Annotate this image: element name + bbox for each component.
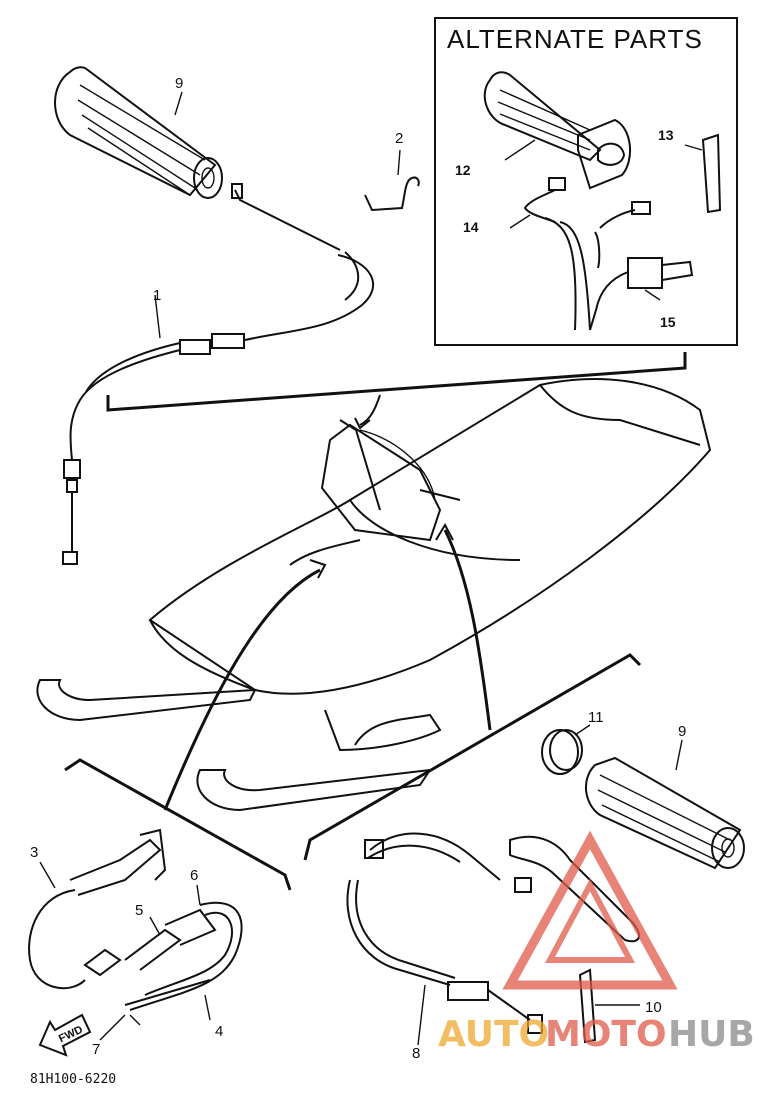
lower-left-bracket: [64, 758, 292, 891]
choke-cable-assembly: [28, 828, 243, 1041]
grip-ring-11: [541, 724, 591, 775]
alt-throttle-grip-12: [483, 71, 632, 190]
snowmobile-outline: [36, 378, 712, 812]
label-7: 7: [92, 1041, 100, 1058]
label-11: 11: [588, 709, 604, 726]
watermark-hub: HUB: [668, 1014, 755, 1055]
label-8: 8: [412, 1045, 420, 1062]
label-4: 4: [215, 1023, 223, 1040]
label-5: 5: [135, 902, 143, 919]
part-code: 81H100-6220: [30, 1072, 116, 1087]
alternate-parts-title: ALTERNATE PARTS: [447, 24, 703, 54]
throttle-grip-top: [54, 66, 223, 199]
alternate-parts-box: ALTERNATE PARTS: [434, 17, 738, 346]
watermark-auto: AUTO: [438, 1014, 549, 1055]
alt-cable-tie-13: [684, 133, 722, 214]
watermark-triangle-outer: [502, 830, 678, 990]
clip-2: [364, 149, 420, 212]
label-15: 15: [660, 314, 676, 330]
label-13: 13: [658, 127, 674, 143]
label-10: 10: [645, 999, 662, 1016]
watermark-triangle-inner: [545, 878, 635, 963]
label-9-top: 9: [175, 75, 183, 92]
automotohub-watermark: AUTO MOTO HUB: [438, 830, 755, 1055]
label-14: 14: [463, 219, 479, 235]
label-1: 1: [153, 287, 161, 304]
label-12: 12: [455, 162, 471, 178]
label-3: 3: [30, 844, 38, 861]
throttle-cable-1: [62, 183, 375, 565]
fwd-arrow: FWD: [38, 1013, 92, 1057]
label-9-right: 9: [678, 723, 686, 740]
top-bracket-line: [106, 352, 687, 412]
alt-switch-15: [589, 257, 694, 331]
label-6: 6: [190, 867, 198, 884]
watermark-moto: MOTO: [545, 1014, 667, 1055]
throttle-grip-right: [584, 739, 745, 870]
label-2: 2: [395, 130, 403, 147]
lower-right-bracket: [303, 653, 642, 861]
alt-wire-harness-14: [509, 177, 651, 331]
